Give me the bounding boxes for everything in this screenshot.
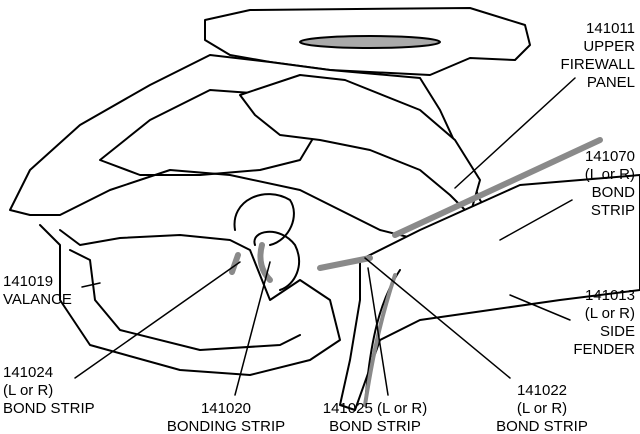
part-name: FIREWALL (560, 56, 635, 73)
bond-strip-141025-shape (363, 273, 397, 407)
bond-strip-141020-shape (257, 242, 273, 283)
grille-surround (39, 224, 341, 376)
part-side: (L or R) (584, 166, 635, 183)
bond-strip-141070-shape (392, 137, 603, 238)
part-side: (L or R) (3, 382, 54, 399)
part-name: BONDING STRIP (166, 418, 286, 434)
part-number: 141070 (584, 148, 635, 165)
firewall-opening (299, 35, 441, 49)
leader-141011 (454, 77, 576, 189)
part-name: PANEL (586, 74, 635, 91)
callout-141019: 141019 VALANCE (3, 273, 72, 309)
headlight-left (233, 193, 295, 246)
callout-141070: 141070 (L or R) BOND STRIP (585, 148, 635, 220)
bond-strip-141024-shape (229, 252, 241, 275)
headlight-right (253, 230, 300, 291)
part-number: 141011 (586, 20, 635, 37)
part-number: 141025 (L or R) (322, 400, 428, 417)
leader-141025 (367, 267, 389, 396)
part-number: 141020 (200, 400, 252, 417)
callout-141020: 141020 BONDING STRIP (167, 400, 285, 434)
part-name: BOND (591, 184, 635, 201)
part-name: BOND STRIP (3, 400, 95, 417)
bond-strip-141022-shape (317, 255, 373, 271)
leader-141022 (364, 257, 511, 379)
callout-141022: 141022 (L or R) BOND STRIP (496, 382, 588, 434)
part-name: UPPER (583, 38, 635, 55)
valance-lip (69, 249, 301, 351)
part-name: STRIP (590, 202, 635, 219)
leader-141070 (499, 199, 573, 241)
part-number: 141013 (584, 287, 635, 304)
callout-141024: 141024 (L or R) BOND STRIP (3, 364, 95, 418)
part-side: (L or R) (584, 305, 635, 322)
leader-141024 (74, 261, 241, 379)
part-side: (L or R) (516, 400, 568, 417)
leader-141020 (234, 261, 271, 396)
callout-141013: 141013 (L or R) SIDE FENDER (573, 287, 635, 359)
leader-141019 (81, 282, 101, 288)
callout-141025: 141025 (L or R) BOND STRIP (323, 400, 428, 434)
side-fender-shape (339, 174, 640, 411)
leader-141013 (509, 294, 571, 321)
callout-141011: 141011 UPPER FIREWALL PANEL (561, 20, 635, 92)
leader-lines (74, 77, 576, 396)
part-name: VALANCE (3, 291, 72, 308)
part-name: BOND STRIP (496, 418, 588, 434)
part-name: BOND STRIP (329, 418, 421, 434)
part-number: 141024 (3, 364, 54, 381)
part-number: 141022 (516, 382, 568, 399)
part-name: SIDE (599, 323, 635, 340)
part-number: 141019 (3, 273, 54, 290)
part-name: FENDER (573, 341, 635, 358)
